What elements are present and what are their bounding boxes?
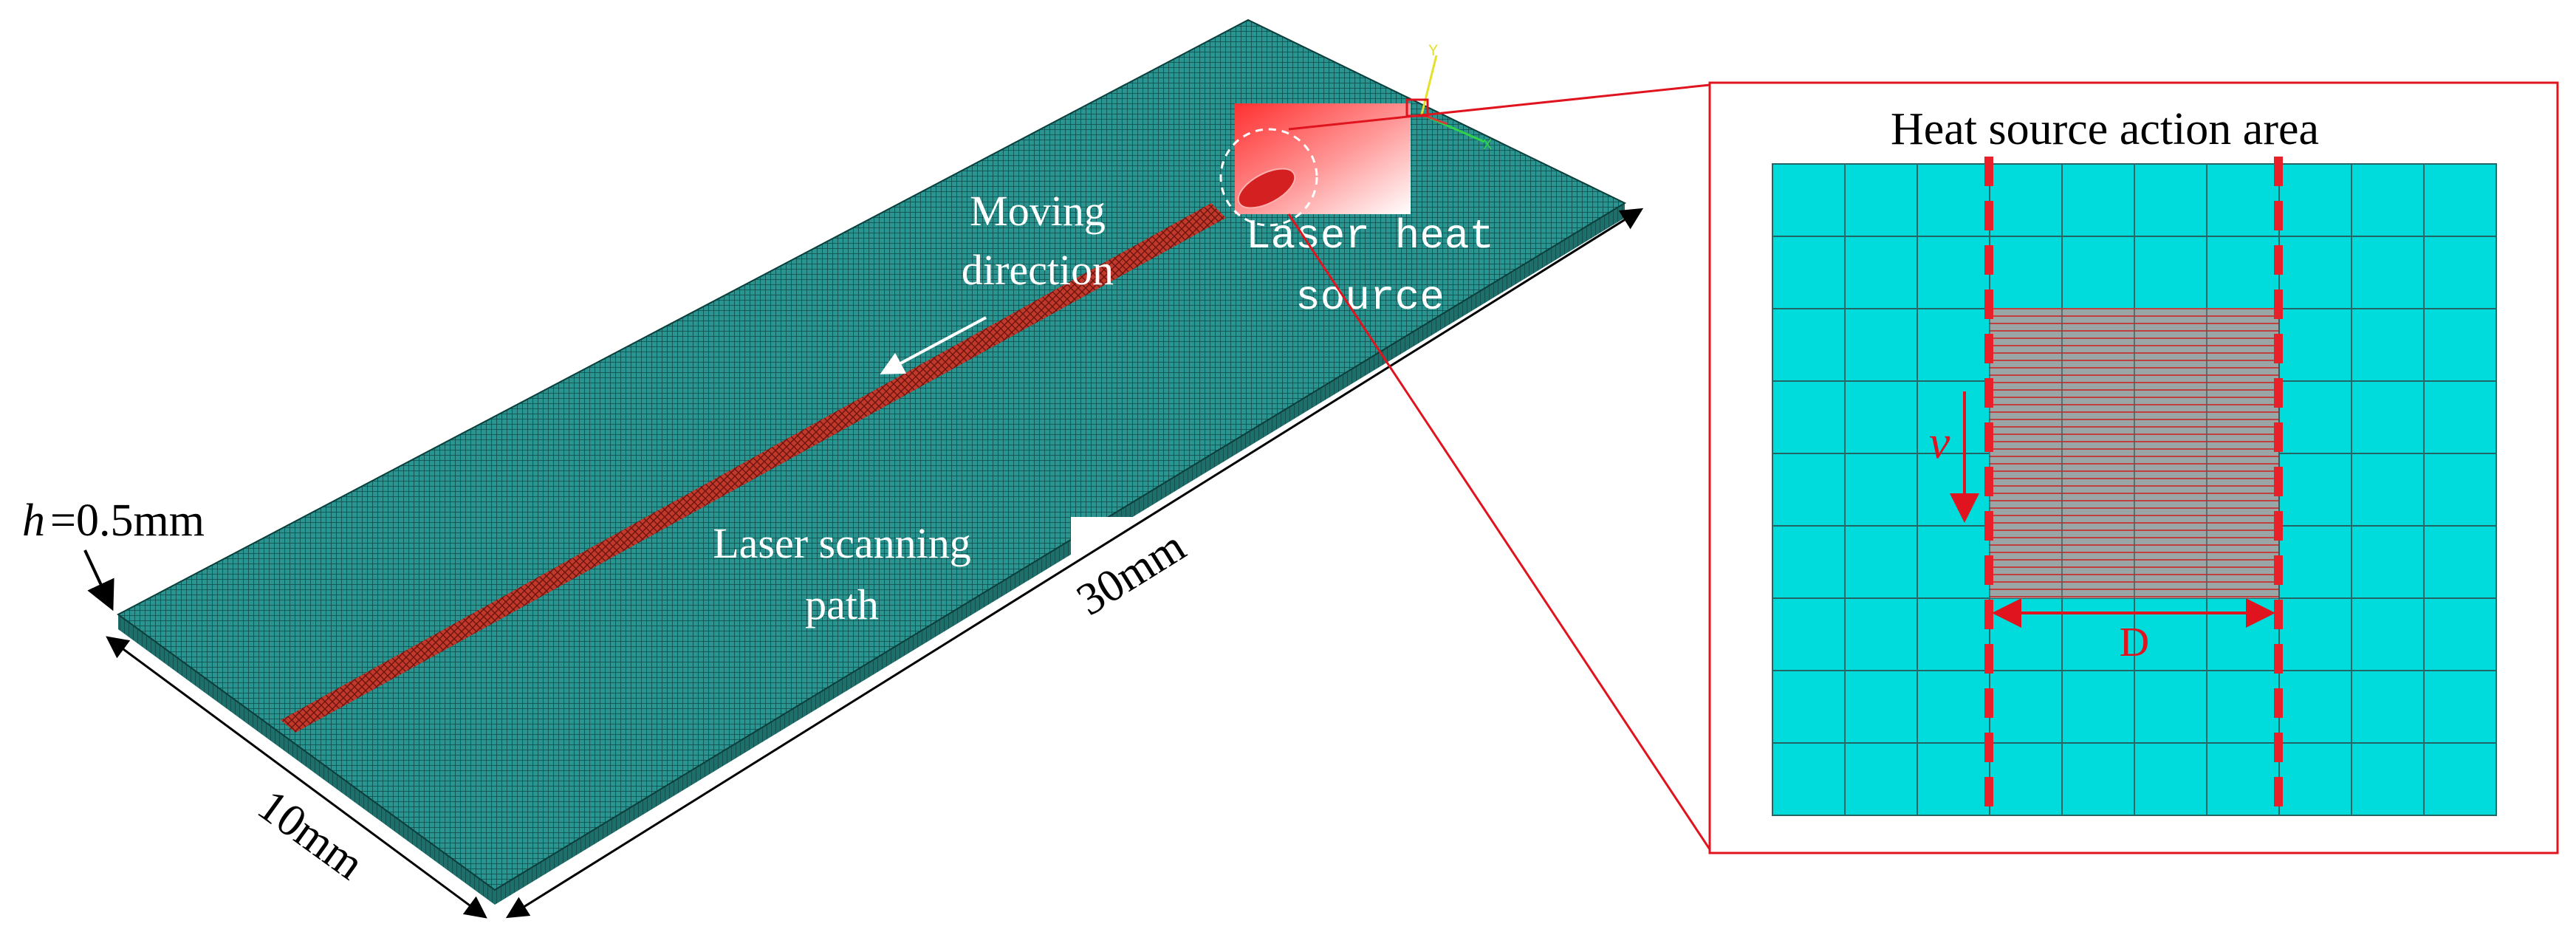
inset-mesh-cell bbox=[1772, 670, 1846, 744]
inset-heat-area bbox=[1989, 309, 2278, 598]
inset-mesh-cell bbox=[2134, 236, 2207, 309]
inset-mesh-cell bbox=[2278, 670, 2352, 744]
thickness-arrow bbox=[83, 549, 114, 611]
inset-mesh-cell bbox=[2351, 742, 2425, 816]
inset-mesh-cell bbox=[2206, 742, 2280, 816]
inset-mesh-cell bbox=[2061, 670, 2135, 744]
inset-mesh-cell bbox=[2351, 453, 2425, 527]
inset-mesh-cell bbox=[2278, 308, 2352, 382]
inset-mesh-cell bbox=[1772, 453, 1846, 527]
height-symbol: h bbox=[22, 496, 45, 546]
inset-mesh-cell bbox=[2351, 236, 2425, 309]
inset-mesh-cell bbox=[2351, 597, 2425, 671]
inset-mesh-cell bbox=[1844, 236, 1918, 309]
inset-mesh-cell bbox=[1772, 236, 1846, 309]
moving-direction-text-2: direction bbox=[962, 246, 1114, 294]
inset-mesh-cell bbox=[1989, 742, 2063, 816]
inset-mesh-cell bbox=[1989, 236, 2063, 309]
inset-heat-hatch bbox=[1989, 308, 2278, 598]
inset-mesh-cell bbox=[2423, 453, 2497, 527]
inset-mesh-cell bbox=[2206, 163, 2280, 237]
inset-mesh-cell bbox=[1989, 670, 2063, 744]
inset-mesh-cell bbox=[2061, 236, 2135, 309]
inset-mesh-cell bbox=[2351, 308, 2425, 382]
inset-mesh-cell bbox=[2423, 236, 2497, 309]
velocity-symbol: v bbox=[1929, 416, 1950, 468]
inset-mesh-cell bbox=[1916, 380, 1990, 454]
inset-mesh-cell bbox=[1916, 670, 1990, 744]
inset-mesh-cell bbox=[2206, 597, 2280, 671]
inset-mesh-cell bbox=[1844, 308, 1918, 382]
inset-mesh-cell bbox=[2423, 308, 2497, 382]
inset-mesh-cell bbox=[2061, 163, 2135, 237]
inset-mesh-cell bbox=[1844, 742, 1918, 816]
inset-mesh-cell bbox=[1844, 163, 1918, 237]
inset-mesh-cell bbox=[1916, 308, 1990, 382]
heat-spot bbox=[1237, 168, 1296, 209]
inset-mesh-cell bbox=[2423, 597, 2497, 671]
inset-mesh-cell bbox=[2206, 670, 2280, 744]
inset-mesh-cell bbox=[1772, 742, 1846, 816]
inset-mesh-cell bbox=[2278, 742, 2352, 816]
scanning-path-text-2: path bbox=[805, 580, 879, 628]
inset-mesh-cell bbox=[2351, 163, 2425, 237]
inset-mesh-cell bbox=[2278, 380, 2352, 454]
inset-panel: Heat source action area v D bbox=[1708, 81, 2559, 854]
laser-heat-source bbox=[1219, 103, 1411, 227]
moving-direction-text-1: Moving bbox=[970, 187, 1106, 235]
inset-mesh-cell bbox=[2134, 163, 2207, 237]
inset-mesh-cell bbox=[1844, 380, 1918, 454]
inset-mesh-cell bbox=[2206, 236, 2280, 309]
axis-y-label: Y bbox=[1428, 42, 1438, 61]
inset-mesh-cell bbox=[2134, 670, 2207, 744]
heat-source-text-2: source bbox=[1295, 274, 1445, 321]
inset-mesh-cell bbox=[2423, 670, 2497, 744]
inset-mesh-cell bbox=[2351, 380, 2425, 454]
inset-mesh-cell bbox=[1916, 453, 1990, 527]
inset-mesh-cell bbox=[2423, 525, 2497, 599]
inset-mesh-cell bbox=[1916, 525, 1990, 599]
inset-mesh-cell bbox=[1772, 163, 1846, 237]
heat-source-dashed-circle bbox=[1219, 128, 1318, 227]
inset-mesh-cell bbox=[2278, 525, 2352, 599]
inset-mesh-cell bbox=[1916, 742, 1990, 816]
inset-mesh-cell bbox=[1916, 163, 1990, 237]
inset-mesh-cell bbox=[2061, 742, 2135, 816]
inset-mesh-cell bbox=[2278, 597, 2352, 671]
axis-triad: Y X bbox=[1420, 42, 1492, 154]
inset-mesh-cell bbox=[2278, 236, 2352, 309]
inset-mesh-cell bbox=[1916, 597, 1990, 671]
thickness-dimension: h =0.5mm bbox=[22, 496, 205, 611]
inset-mesh-cell bbox=[2351, 670, 2425, 744]
inset-mesh-cell bbox=[2423, 163, 2497, 237]
inset-mesh-cell bbox=[1772, 525, 1846, 599]
inset-mesh-cell bbox=[1772, 597, 1846, 671]
inset-mesh-cell bbox=[1844, 670, 1918, 744]
inset-mesh-cell bbox=[1772, 308, 1846, 382]
inset-mesh-cell bbox=[1989, 163, 2063, 237]
inset-mesh-cell bbox=[1844, 597, 1918, 671]
inset-mesh-cell bbox=[1989, 597, 2063, 671]
inset-mesh-cell bbox=[2278, 453, 2352, 527]
diameter-symbol: D bbox=[2120, 620, 2149, 665]
inset-mesh-cell bbox=[1844, 453, 1918, 527]
callout-lines bbox=[1287, 83, 1711, 850]
callout-source-box bbox=[1405, 98, 1429, 117]
inset-mesh-cell bbox=[1772, 380, 1846, 454]
inset-mesh-cell bbox=[2351, 525, 2425, 599]
inset-mesh-cell bbox=[2278, 163, 2352, 237]
inset-mesh-cell bbox=[2423, 380, 2497, 454]
axis-x-label: X bbox=[1483, 137, 1492, 154]
scanning-path-text-1: Laser scanning bbox=[713, 519, 970, 567]
height-value: =0.5mm bbox=[50, 496, 205, 546]
inset-mesh-cell bbox=[1916, 236, 1990, 309]
inset-mesh-cell bbox=[2423, 742, 2497, 816]
inset-mesh-cell bbox=[2134, 742, 2207, 816]
inset-mesh-cell bbox=[1844, 525, 1918, 599]
heat-source-text-1: Laser heat bbox=[1246, 213, 1494, 260]
inset-title: Heat source action area bbox=[1891, 104, 2319, 154]
